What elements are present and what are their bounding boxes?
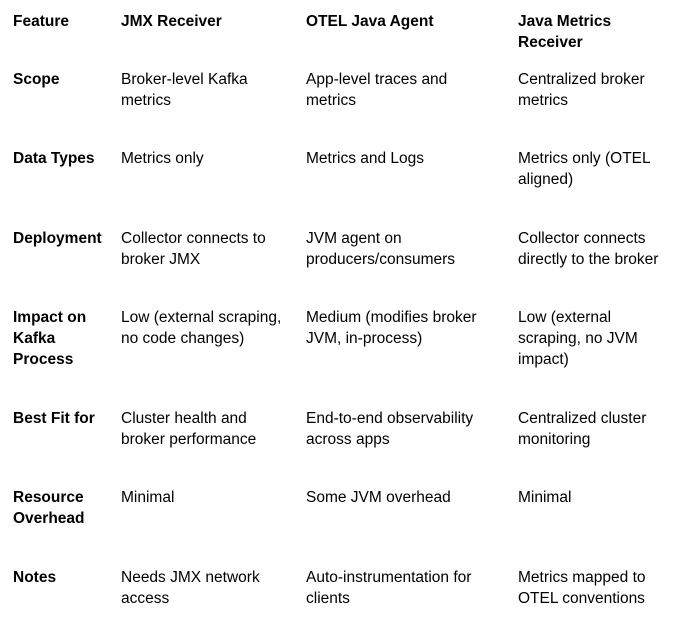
header-jmx-receiver: JMX Receiver	[121, 13, 222, 30]
header-otel-java-agent: OTEL Java Agent	[306, 13, 434, 30]
cell-impact-jmx: Low (external scraping, no code changes)	[121, 309, 282, 347]
cell-best-fit-otel: End-to-end observability across apps	[306, 410, 474, 448]
cell-deployment-jmr: Collector connects directly to the broke…	[518, 230, 659, 268]
cell-overhead-jmr: Minimal	[518, 489, 572, 506]
row-label-resource-overhead: Resource Overhead	[13, 489, 85, 527]
cell-scope-otel: App-level traces and metrics	[306, 71, 448, 109]
cell-notes-otel: Auto-instrumentation for clients	[306, 569, 472, 607]
cell-overhead-otel: Some JVM overhead	[306, 489, 451, 506]
cell-best-fit-jmx: Cluster health and broker performance	[121, 410, 257, 448]
row-label-deployment: Deployment	[13, 230, 102, 247]
header-java-metrics-receiver: Java Metrics Receiver	[518, 13, 612, 51]
row-label-notes: Notes	[13, 569, 57, 586]
cell-notes-jmx: Needs JMX network access	[121, 569, 260, 607]
cell-best-fit-jmr: Centralized cluster monitoring	[518, 410, 647, 448]
row-label-impact: Impact on Kafka Process	[13, 309, 87, 368]
cell-scope-jmr: Centralized broker metrics	[518, 71, 645, 109]
cell-deployment-otel: JVM agent on producers/consumers	[306, 230, 456, 268]
row-label-scope: Scope	[13, 71, 60, 88]
cell-data-types-jmx: Metrics only	[121, 150, 204, 167]
cell-scope-jmx: Broker-level Kafka metrics	[121, 71, 248, 109]
row-label-best-fit: Best Fit for	[13, 410, 95, 427]
cell-impact-jmr: Low (external scraping, no JVM impact)	[518, 309, 638, 368]
cell-impact-otel: Medium (modifies broker JVM, in-process)	[306, 309, 477, 347]
cell-deployment-jmx: Collector connects to broker JMX	[121, 230, 266, 268]
cell-notes-jmr: Metrics mapped to OTEL conventions	[518, 569, 646, 607]
cell-overhead-jmx: Minimal	[121, 489, 175, 506]
cell-data-types-jmr: Metrics only (OTEL aligned)	[518, 150, 651, 188]
row-label-data-types: Data Types	[13, 150, 95, 167]
header-feature: Feature	[13, 13, 69, 30]
cell-data-types-otel: Metrics and Logs	[306, 150, 425, 167]
